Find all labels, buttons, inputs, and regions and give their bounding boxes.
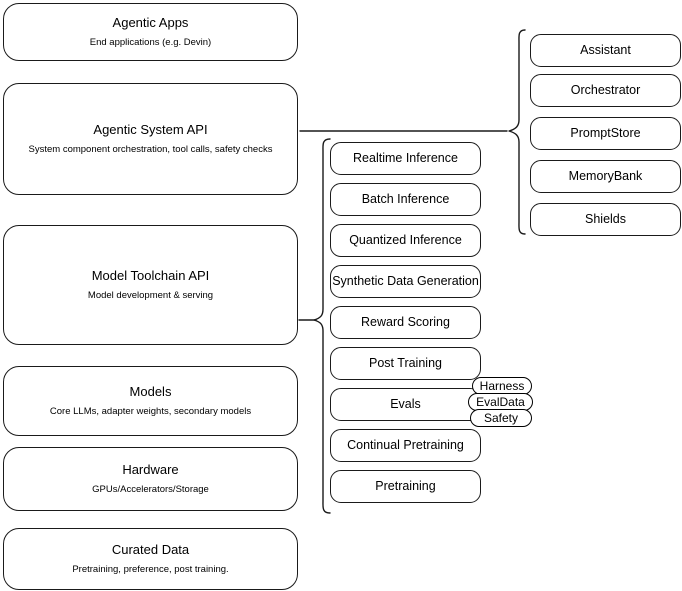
item-label: Realtime Inference bbox=[353, 150, 458, 165]
layer-title: Models bbox=[129, 384, 172, 400]
middle-brace bbox=[313, 138, 331, 514]
toolchain-item-reward-scoring[interactable]: Reward Scoring bbox=[330, 306, 481, 339]
toolchain-item-continual-pretraining[interactable]: Continual Pretraining bbox=[330, 429, 481, 462]
agentic-item-memorybank[interactable]: MemoryBank bbox=[530, 160, 681, 193]
toolchain-item-quantized-inference[interactable]: Quantized Inference bbox=[330, 224, 481, 257]
evals-pill-safety[interactable]: Safety bbox=[470, 409, 532, 427]
toolchain-item-pretraining[interactable]: Pretraining bbox=[330, 470, 481, 503]
layer-title: Model Toolchain API bbox=[91, 268, 210, 284]
item-label: PromptStore bbox=[570, 125, 641, 140]
layer-agentic-apps[interactable]: Agentic Apps End applications (e.g. Devi… bbox=[3, 3, 298, 61]
item-label: Pretraining bbox=[375, 478, 436, 493]
layer-title: Hardware bbox=[122, 462, 179, 478]
layer-subtitle: System component orchestration, tool cal… bbox=[28, 143, 273, 155]
item-label: Post Training bbox=[369, 355, 442, 370]
right-brace bbox=[508, 29, 526, 235]
item-label: Reward Scoring bbox=[361, 314, 450, 329]
layer-hardware[interactable]: Hardware GPUs/Accelerators/Storage bbox=[3, 447, 298, 511]
toolchain-item-evals[interactable]: Evals bbox=[330, 388, 481, 421]
agentic-item-shields[interactable]: Shields bbox=[530, 203, 681, 236]
layer-agentic-system-api[interactable]: Agentic System API System component orch… bbox=[3, 83, 298, 195]
agentic-item-assistant[interactable]: Assistant bbox=[530, 34, 681, 67]
item-label: Batch Inference bbox=[361, 191, 450, 206]
item-label: MemoryBank bbox=[568, 168, 643, 183]
layer-subtitle: GPUs/Accelerators/Storage bbox=[92, 483, 209, 495]
item-label: Assistant bbox=[580, 42, 631, 57]
layer-subtitle: Pretraining, preference, post training. bbox=[72, 563, 229, 575]
evals-pill-evaldata[interactable]: EvalData bbox=[468, 393, 533, 411]
layer-subtitle: Core LLMs, adapter weights, secondary mo… bbox=[49, 405, 252, 417]
layer-models[interactable]: Models Core LLMs, adapter weights, secon… bbox=[3, 366, 298, 436]
pill-label: EvalData bbox=[476, 395, 525, 409]
item-label: Evals bbox=[390, 396, 421, 411]
item-label: Quantized Inference bbox=[349, 232, 462, 247]
toolchain-item-post-training[interactable]: Post Training bbox=[330, 347, 481, 380]
toolchain-item-realtime-inference[interactable]: Realtime Inference bbox=[330, 142, 481, 175]
agentic-item-orchestrator[interactable]: Orchestrator bbox=[530, 74, 681, 107]
layer-model-toolchain-api[interactable]: Model Toolchain API Model development & … bbox=[3, 225, 298, 345]
pill-label: Harness bbox=[479, 379, 525, 393]
toolchain-item-synthetic-data-generation[interactable]: Synthetic Data Generation bbox=[330, 265, 481, 298]
item-label: Continual Pretraining bbox=[347, 437, 464, 452]
layer-title: Agentic System API bbox=[93, 122, 208, 138]
item-label: Orchestrator bbox=[570, 82, 641, 97]
layer-subtitle: Model development & serving bbox=[87, 289, 214, 301]
layer-title: Curated Data bbox=[111, 542, 190, 558]
item-label: Synthetic Data Generation bbox=[332, 273, 479, 288]
layer-curated-data[interactable]: Curated Data Pretraining, preference, po… bbox=[3, 528, 298, 590]
pill-label: Safety bbox=[483, 411, 519, 425]
toolchain-item-batch-inference[interactable]: Batch Inference bbox=[330, 183, 481, 216]
layer-subtitle: End applications (e.g. Devin) bbox=[89, 36, 212, 48]
item-label: Shields bbox=[585, 211, 626, 226]
agentic-item-promptstore[interactable]: PromptStore bbox=[530, 117, 681, 150]
layer-title: Agentic Apps bbox=[112, 15, 189, 31]
